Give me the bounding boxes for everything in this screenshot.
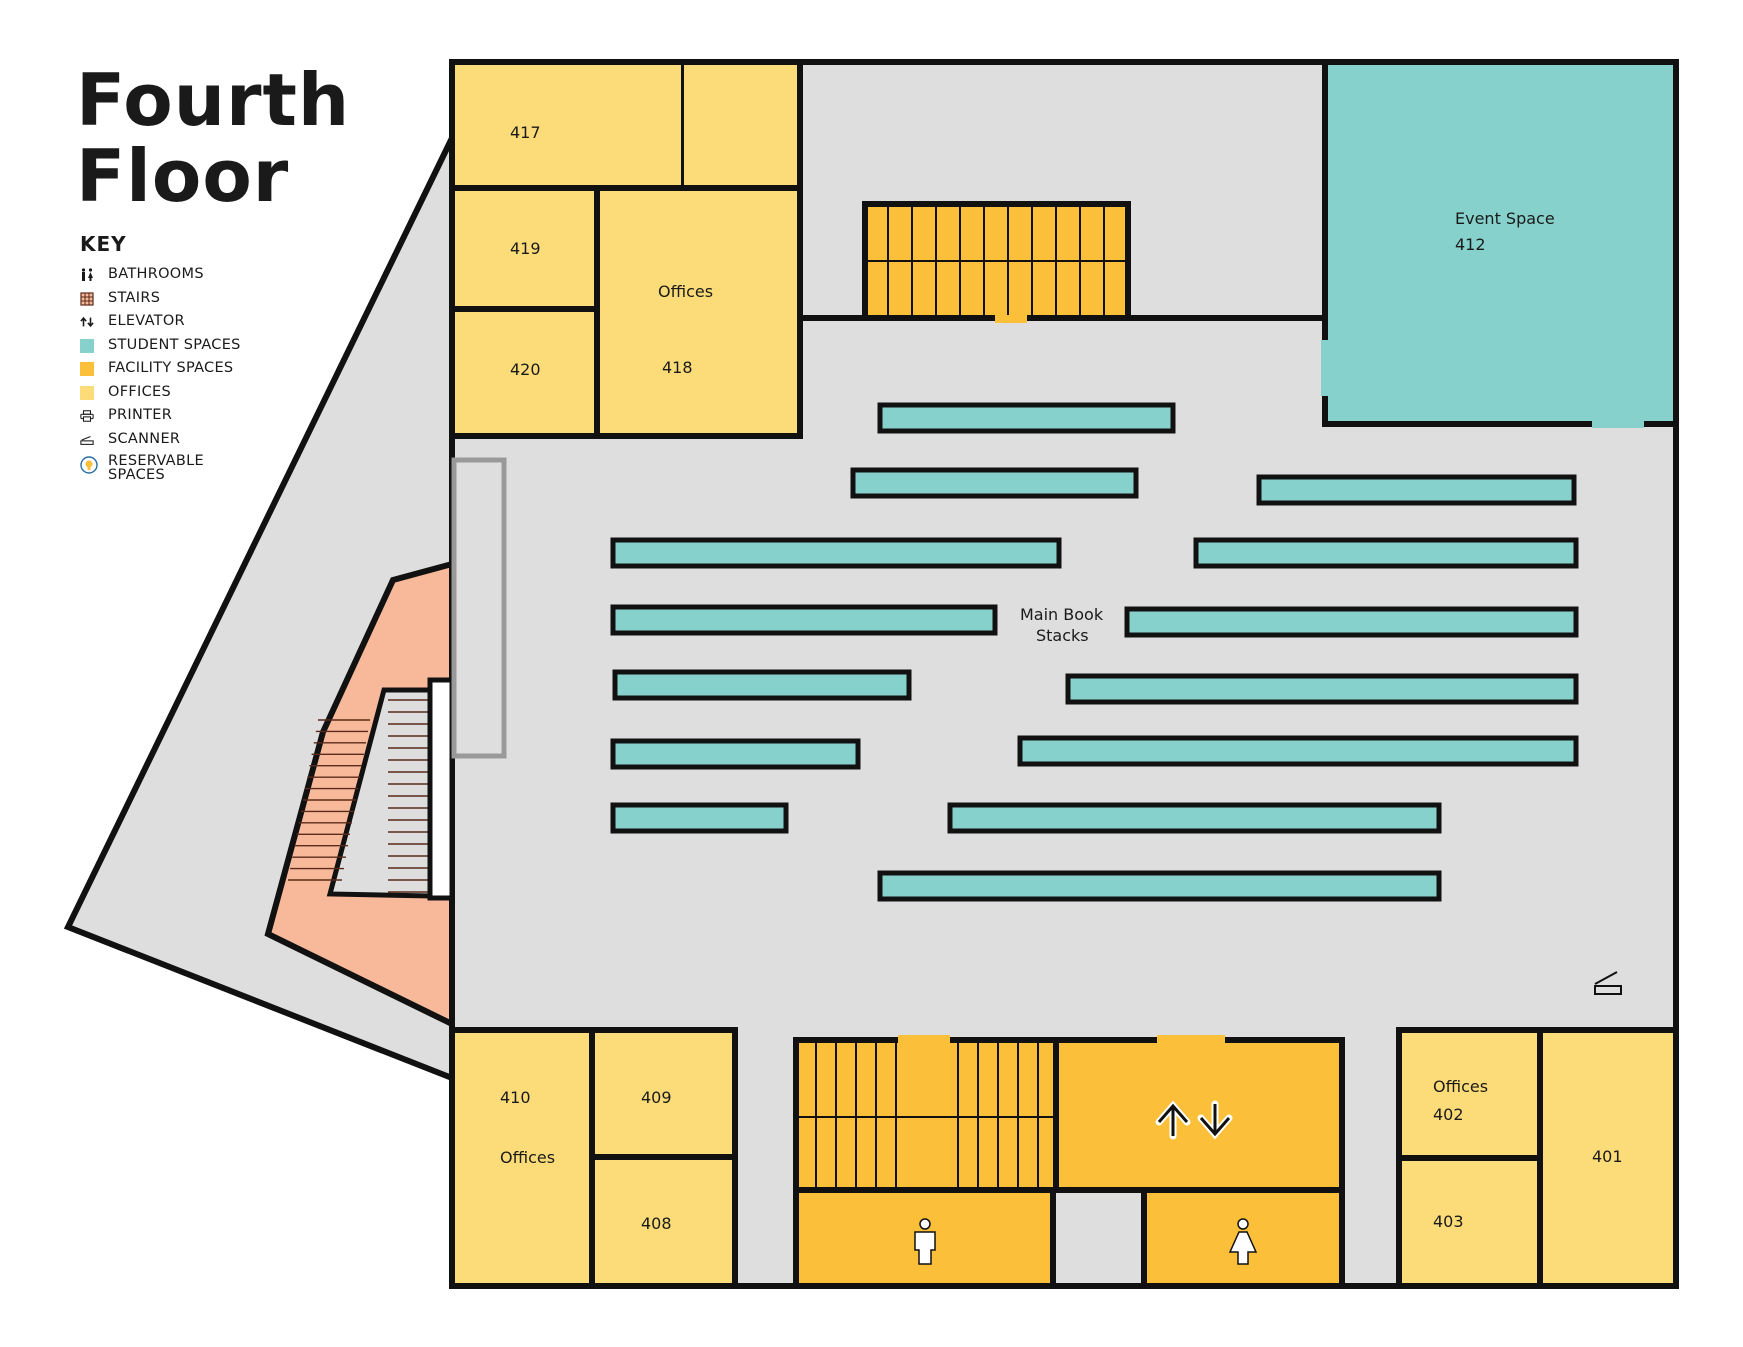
label-401: 401 [1592, 1147, 1623, 1166]
west-stair-rail [427, 677, 455, 901]
facility-spaces-swatch [80, 362, 94, 376]
offices-outer-wall [684, 59, 803, 436]
room-417[interactable] [449, 59, 687, 191]
legend-label: FACILITY SPACES [108, 360, 234, 376]
event-space-door-south [1592, 420, 1644, 428]
label-420: 420 [510, 360, 541, 379]
legend-label: STAIRS [108, 289, 161, 306]
label-417: 417 [510, 123, 541, 142]
legend-item-printer: PRINTER [80, 407, 241, 431]
legend-label: OFFICES [108, 383, 171, 400]
book-stack [850, 467, 1139, 499]
room-412-event-space[interactable] [1322, 59, 1679, 427]
room-408[interactable] [589, 1154, 738, 1289]
map-title-line-1: Fourth [76, 58, 351, 142]
room-418[interactable] [594, 185, 803, 439]
offices-swatch [80, 385, 94, 400]
legend-item-student-spaces: STUDENT SPACES [80, 337, 241, 361]
legend-title: KEY [80, 232, 127, 256]
north-stair-lines [865, 204, 1128, 318]
legend-item-facility-spaces: FACILITY SPACES [80, 360, 241, 384]
event-space-door-west [1321, 340, 1329, 396]
student-spaces-swatch [80, 338, 94, 353]
legend-label: SCANNER [108, 430, 181, 447]
label-408: 408 [641, 1214, 672, 1233]
label-offices-410: Offices [500, 1148, 555, 1167]
label-409: 409 [641, 1088, 672, 1107]
room-403[interactable] [1396, 1155, 1543, 1289]
book-stacks [610, 402, 1579, 902]
map-title-line-2: Floor [76, 134, 290, 218]
bathrooms-icon [80, 268, 94, 282]
label-419: 419 [510, 239, 541, 258]
label-stacks: Stacks [1036, 626, 1089, 645]
book-stack [877, 402, 1176, 434]
south-stairs [793, 1037, 1059, 1193]
book-stack [610, 537, 1062, 569]
legend-label: RESERVABLE SPACES [108, 453, 204, 483]
label-412: 412 [1455, 235, 1486, 254]
legend-label: STUDENT SPACES [108, 336, 241, 353]
room-409[interactable] [589, 1027, 738, 1160]
label-main-book-stacks: Main Book [1020, 605, 1104, 624]
elevator-icon [80, 315, 94, 329]
south-stair-lines [796, 1040, 1056, 1190]
legend-item-scanner: SCANNER [80, 431, 241, 455]
book-stack [612, 669, 912, 701]
elevator-door-gap [1157, 1035, 1225, 1045]
north-stair-gap [995, 315, 1027, 323]
book-stack [610, 738, 861, 770]
legend-item-elevator: ELEVATOR [80, 313, 241, 337]
elevator[interactable] [1053, 1037, 1345, 1193]
legend-label: ELEVATOR [108, 313, 185, 329]
elevator-icon [1155, 1100, 1233, 1140]
printer-icon [80, 409, 94, 423]
book-stack [610, 802, 789, 834]
south-stair-gap [898, 1035, 950, 1045]
womens-bathroom-icon [1228, 1218, 1258, 1265]
label-402: 402 [1433, 1105, 1464, 1124]
book-stack [1017, 735, 1579, 767]
book-stack [1193, 537, 1579, 569]
book-stack [947, 802, 1442, 834]
legend: KEY BATHROOMS STAIRS ELEVATOR STUDENT SP… [80, 232, 241, 494]
legend-item-offices: OFFICES [80, 384, 241, 408]
gray-alcove [451, 457, 507, 759]
legend-label: BATHROOMS [108, 266, 204, 282]
label-418: 418 [662, 358, 693, 377]
reservable-icon [80, 456, 98, 474]
scanner-icon[interactable] [1594, 971, 1622, 995]
stairs-icon [80, 291, 94, 306]
label-offices-418: Offices [658, 282, 713, 301]
bathroom-gap [1056, 1193, 1141, 1283]
west-stairs [288, 699, 428, 893]
legend-item-stairs: STAIRS [80, 290, 241, 314]
book-stack [610, 604, 998, 636]
mens-bathroom-icon [914, 1218, 936, 1265]
scanner-icon [80, 433, 94, 447]
book-stack [1065, 673, 1579, 705]
book-stack [1256, 474, 1577, 506]
label-event-space: Event Space [1455, 209, 1555, 228]
legend-label: PRINTER [108, 407, 173, 423]
label-403: 403 [1433, 1212, 1464, 1231]
book-stack [877, 870, 1442, 902]
label-offices-402: Offices [1433, 1077, 1488, 1096]
legend-item-bathrooms: BATHROOMS [80, 266, 241, 290]
label-410: 410 [500, 1088, 531, 1107]
book-stack [1124, 606, 1579, 638]
map-title: Fourth Floor [76, 62, 350, 214]
room-401[interactable] [1537, 1027, 1679, 1289]
legend-item-reservable-spaces: RESERVABLE SPACES [80, 454, 241, 494]
